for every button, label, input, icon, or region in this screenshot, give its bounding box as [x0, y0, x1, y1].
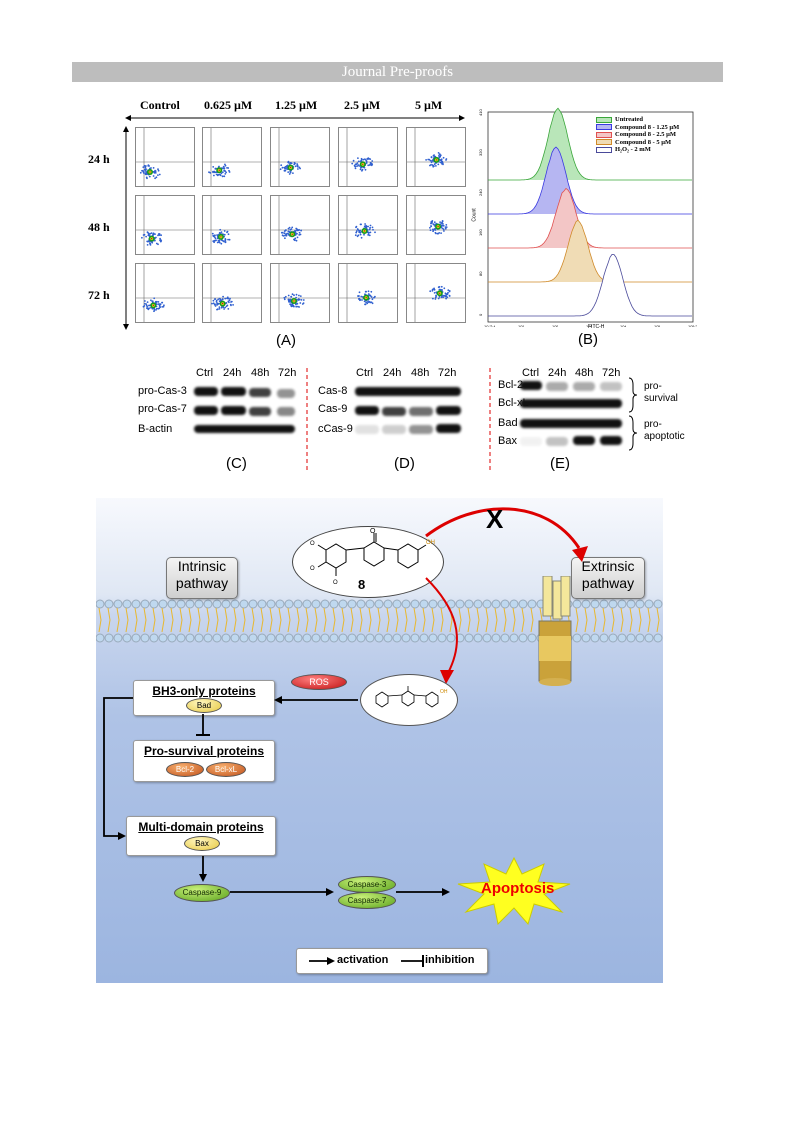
divider-2 [488, 368, 492, 473]
concentration-arrow [125, 114, 465, 122]
panel-c-label: (C) [226, 455, 247, 472]
panel-e: Ctrl 24h 48h 72h Bcl-2 Bcl-xL Bad Bax pr… [498, 365, 713, 475]
time-label-0: 24 h [88, 152, 110, 167]
x-tick: 10⁶·⁷ [688, 324, 697, 327]
x-tick: 10¹ [518, 324, 524, 327]
row-b-actin: B-actin [138, 423, 172, 435]
conc-header-1: 0.625 µM [204, 98, 252, 113]
legend-entry: Compound 8 - 5 µM [596, 139, 706, 147]
col-48h: 48h [411, 367, 429, 379]
col-72h: 72h [602, 367, 620, 379]
col-ctrl: Ctrl [522, 367, 539, 379]
scatter-plot [406, 195, 466, 255]
col-ctrl: Ctrl [196, 367, 213, 379]
scatter-plot [202, 127, 262, 187]
panel-d-label: (D) [394, 455, 415, 472]
divider-1 [305, 368, 309, 473]
group-pro-apoptotic: pro- apoptotic [644, 419, 685, 443]
group-pro-survival: pro- survival [644, 381, 678, 405]
legend-entry: H₂O₂ - 2 mM [596, 146, 706, 154]
journal-header: Journal Pre-proofs [72, 62, 723, 82]
row-pro-cas7: pro-Cas-7 [138, 403, 187, 415]
col-24h: 24h [383, 367, 401, 379]
pathway-diagram: Intrinsic pathway Extrinsic pathway O OH… [96, 498, 663, 983]
histogram-fill-3 [488, 220, 693, 282]
conc-header-4: 5 µM [415, 98, 442, 113]
scatter-plot [135, 195, 195, 255]
x-tick: 10² [552, 324, 558, 327]
scatter-plot [202, 195, 262, 255]
scatter-plot [338, 127, 398, 187]
pathway-arrows [96, 498, 663, 983]
legend-entry: Compound 8 - 2.5 µM [596, 131, 706, 139]
scatter-plot [270, 263, 330, 323]
x-tick: 10⁻⁰·⁴ [484, 324, 495, 327]
histogram-fill-2 [488, 188, 693, 248]
panel-a: Control 0.625 µM 1.25 µM 2.5 µM 5 µM 24 … [80, 92, 470, 347]
row-bad: Bad [498, 417, 518, 429]
histogram-fill-1 [488, 147, 693, 214]
col-72h: 72h [278, 367, 296, 379]
panel-b-label: (B) [578, 331, 598, 348]
row-pro-cas3: pro-Cas-3 [138, 385, 187, 397]
y-tick: 240 [478, 189, 483, 196]
histogram-ylabel: Count [472, 208, 478, 221]
inhibition-bar-icon [401, 954, 425, 968]
col-48h: 48h [251, 367, 269, 379]
time-label-1: 48 h [88, 220, 110, 235]
histogram-xlabel: FITC-H [588, 324, 604, 330]
row-bax: Bax [498, 435, 517, 447]
panel-d: Ctrl 24h 48h 72h Cas-8 Cas-9 cCas-9 (D) [318, 365, 483, 475]
scatter-plot [406, 263, 466, 323]
panel-e-label: (E) [550, 455, 570, 472]
legend-inhibition: inhibition [425, 954, 474, 966]
x-tick: 10⁴ [620, 324, 626, 327]
scatter-plot [338, 263, 398, 323]
row-cas9: Cas-9 [318, 403, 347, 415]
activation-arrow-icon [309, 956, 335, 966]
scatter-plot [202, 263, 262, 323]
col-48h: 48h [575, 367, 593, 379]
col-ctrl: Ctrl [356, 367, 373, 379]
conc-header-3: 2.5 µM [344, 98, 380, 113]
histogram-series-1 [488, 147, 692, 214]
scatter-plot [338, 195, 398, 255]
y-tick: 410 [478, 109, 483, 116]
bracket-apoptotic [628, 415, 638, 451]
x-tick: 10⁵ [654, 324, 660, 327]
panel-c: Ctrl 24h 48h 72h pro-Cas-3 pro-Cas-7 B-a… [140, 365, 300, 475]
scatter-plot [135, 263, 195, 323]
histogram-legend: UntreatedCompound 8 - 1.25 µMCompound 8 … [596, 116, 706, 154]
conc-header-2: 1.25 µM [275, 98, 317, 113]
bracket-survival [628, 377, 638, 413]
scatter-plot [270, 127, 330, 187]
legend-entry: Compound 8 - 1.25 µM [596, 124, 706, 132]
y-tick: 0 [478, 313, 483, 316]
diagram-legend: activation inhibition [296, 948, 488, 974]
col-24h: 24h [548, 367, 566, 379]
scatter-plot [406, 127, 466, 187]
row-ccas9: cCas-9 [318, 423, 353, 435]
conc-header-0: Control [140, 98, 180, 113]
col-24h: 24h [223, 367, 241, 379]
scatter-plot [135, 127, 195, 187]
row-cas8: Cas-8 [318, 385, 347, 397]
histogram-series-2 [488, 188, 692, 248]
y-tick: 160 [478, 229, 483, 236]
scatter-plot [270, 195, 330, 255]
time-label-2: 72 h [88, 288, 110, 303]
legend-activation: activation [337, 954, 388, 966]
col-72h: 72h [438, 367, 456, 379]
y-tick: 320 [478, 149, 483, 156]
time-arrow [122, 126, 130, 330]
y-tick: 80 [478, 271, 483, 276]
legend-entry: Untreated [596, 116, 706, 124]
panel-b: 41032024016080010⁻⁰·⁴10¹10²10³10⁴10⁵10⁶·… [478, 102, 723, 350]
panel-a-label: (A) [276, 332, 296, 349]
